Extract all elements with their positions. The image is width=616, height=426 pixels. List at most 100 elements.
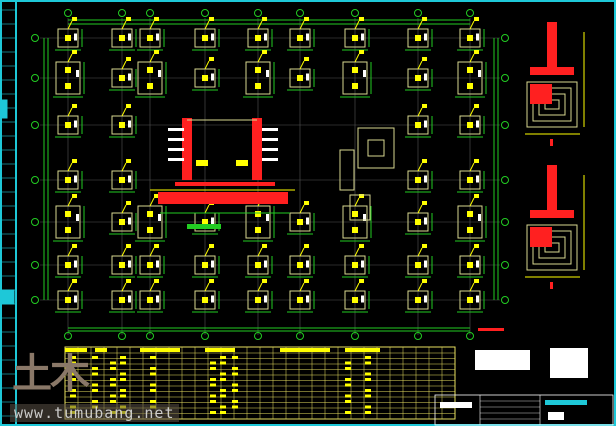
column: [255, 83, 261, 89]
leader-line: [121, 247, 127, 257]
table-cell: [70, 394, 76, 398]
footing-label: [74, 120, 77, 128]
leader-line: [417, 60, 423, 70]
footing-label: [476, 175, 479, 183]
table-header: [280, 348, 330, 352]
column: [467, 177, 473, 183]
column: [147, 297, 153, 303]
footing-label: [363, 70, 366, 77]
axis-bubble: [501, 296, 509, 304]
table-cell: [220, 356, 226, 359]
footing-tag: [474, 244, 479, 248]
section-slab: [158, 192, 288, 204]
footing-tag: [154, 17, 159, 21]
table-cell: [92, 356, 98, 359]
table-header: [345, 348, 380, 352]
detail-column: [547, 165, 557, 210]
footing-label: [264, 295, 267, 303]
axis-bubble: [296, 9, 304, 17]
table-header: [205, 348, 235, 352]
section-beam: [175, 182, 275, 186]
footing-label: [306, 217, 309, 225]
column: [352, 35, 358, 41]
leader-line: [149, 53, 155, 63]
leader-line: [299, 247, 305, 257]
footing-label: [306, 73, 309, 81]
column: [65, 67, 71, 73]
section-note: [168, 138, 184, 141]
footing-tag: [422, 159, 427, 163]
column: [255, 35, 261, 41]
column: [352, 297, 358, 303]
axis-bubble: [501, 121, 509, 129]
column: [119, 35, 125, 41]
column: [415, 219, 421, 225]
table-cell: [70, 372, 76, 376]
leader-line: [417, 204, 423, 214]
footing-label: [363, 214, 366, 221]
column: [297, 262, 303, 268]
column: [297, 297, 303, 303]
footing-tag: [422, 244, 427, 248]
table-cell: [345, 411, 351, 414]
table-cell: [210, 400, 216, 403]
core-inner: [367, 139, 385, 157]
general-notes: [475, 350, 530, 370]
table-cell: [220, 372, 226, 376]
detail-label: [550, 282, 553, 289]
footing-tag: [72, 159, 77, 163]
column: [415, 122, 421, 128]
column: [467, 35, 473, 41]
footing-tag: [359, 244, 364, 248]
table-cell: [365, 361, 371, 365]
footing-label: [158, 70, 161, 77]
footing-tag: [422, 57, 427, 61]
footing-label: [128, 295, 131, 303]
leader-line: [204, 60, 210, 70]
table-cell: [365, 411, 371, 414]
detail-plan-ring: [526, 224, 578, 271]
table-cell: [120, 356, 126, 359]
table-header: [65, 348, 87, 352]
axis-bubble: [201, 332, 209, 340]
footing-outline: [339, 149, 355, 191]
leader-line: [149, 282, 155, 292]
footing-tag: [209, 244, 214, 248]
leader-line: [257, 20, 263, 30]
column: [202, 262, 208, 268]
footing-tag: [72, 279, 77, 283]
table-cell: [232, 367, 238, 370]
footing-label: [74, 175, 77, 183]
leader-line: [417, 162, 423, 172]
leader-line: [67, 107, 73, 117]
footing-label: [76, 70, 79, 77]
footing-label: [361, 33, 364, 41]
table-cell: [92, 383, 98, 387]
table-cell: [232, 405, 238, 409]
table-cell: [210, 394, 216, 398]
footing-label: [128, 175, 131, 183]
leader-line: [469, 282, 475, 292]
column: [467, 83, 473, 89]
section-note: [262, 148, 278, 151]
detail-plan-ring: [526, 81, 578, 128]
table-cell: [365, 394, 371, 398]
column: [415, 35, 421, 41]
footing-tag: [304, 279, 309, 283]
section-note: [262, 138, 278, 141]
table-cell: [220, 405, 226, 409]
section-note-yellow: [196, 160, 208, 166]
watermark-logo: 土木: [12, 350, 90, 397]
column: [65, 177, 71, 183]
table-cell: [210, 361, 216, 365]
axis-bubble: [64, 332, 72, 340]
axis-bubble: [466, 9, 474, 17]
footing-label: [306, 33, 309, 41]
drawing-title: [548, 412, 564, 420]
footing-tag: [209, 57, 214, 61]
section-note: [168, 158, 184, 161]
column: [147, 211, 153, 217]
leader-line: [257, 53, 263, 63]
